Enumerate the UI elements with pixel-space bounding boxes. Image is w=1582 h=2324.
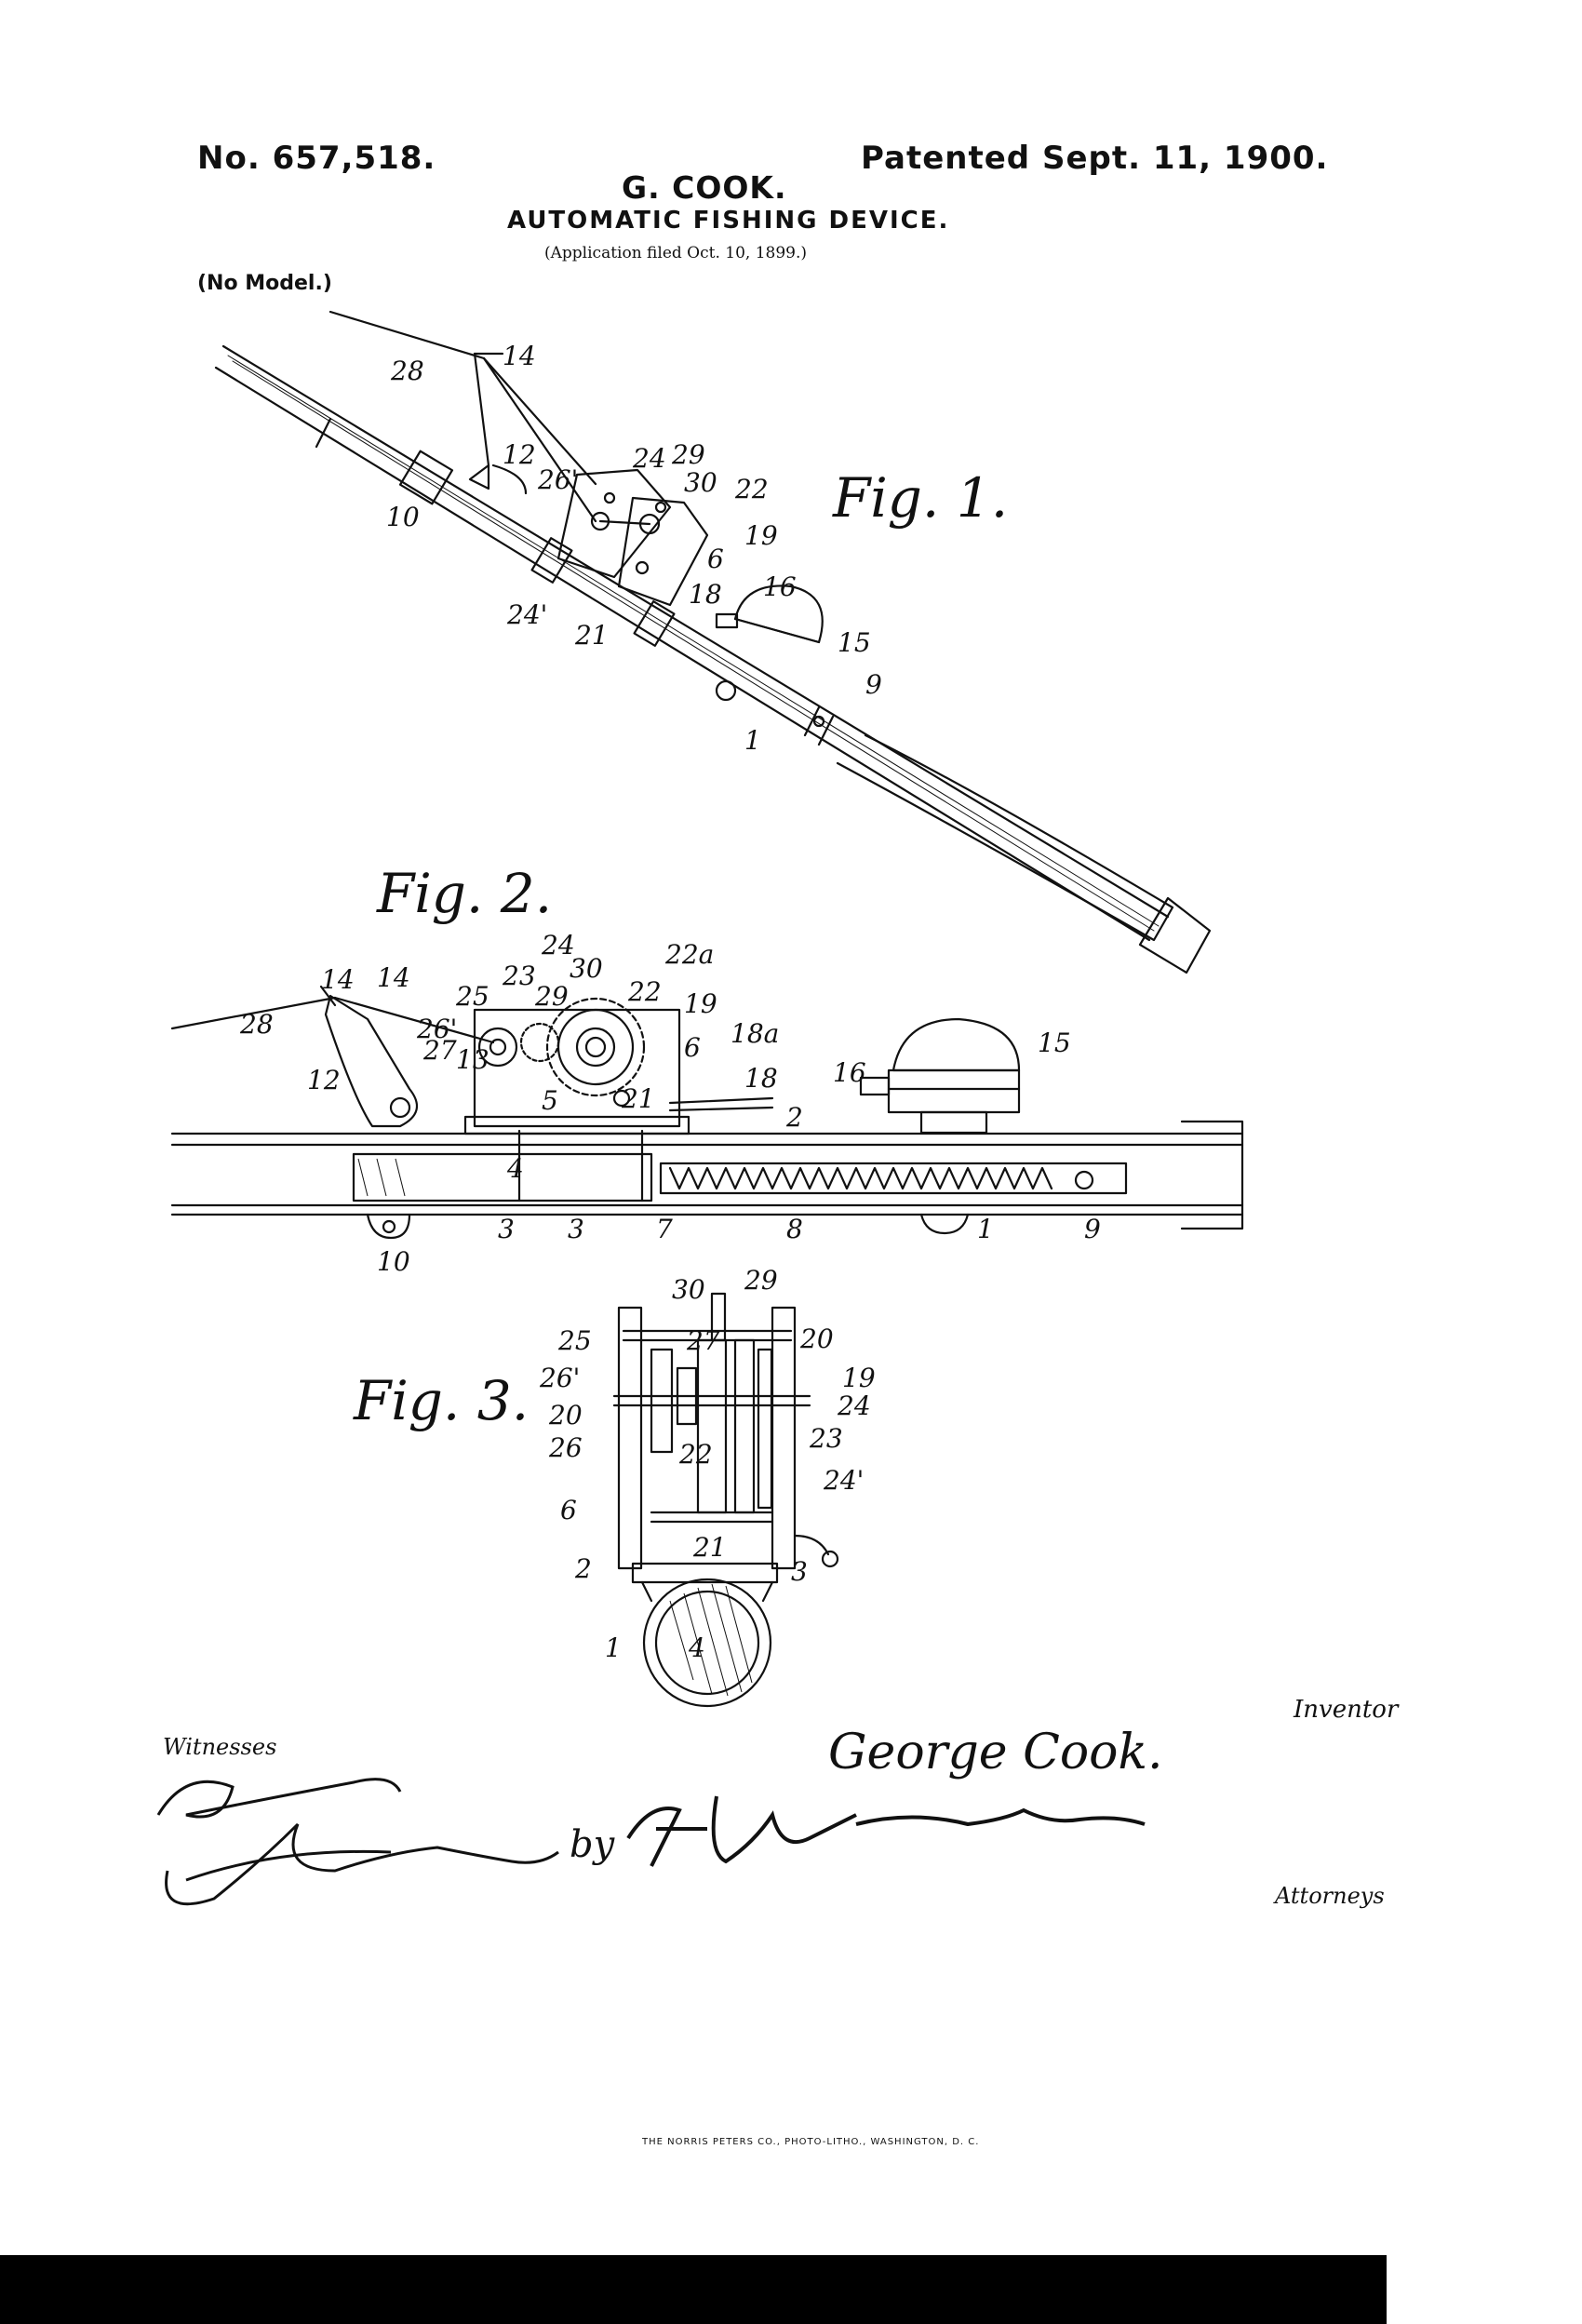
fig1-ref: 22	[734, 474, 769, 504]
fig1-label: Fig. 1.	[832, 466, 1008, 530]
attorney-signature	[626, 1795, 1146, 1867]
fig1-ref: 28	[390, 356, 424, 386]
fig2-ref: 23	[502, 960, 536, 991]
fig2-ref: 13	[456, 1044, 489, 1075]
fig1-ref: 15	[838, 627, 871, 658]
fig3-ref: 19	[842, 1363, 876, 1393]
model-note: (No Model.)	[197, 272, 332, 295]
fig1-ref: 24	[632, 443, 666, 474]
fig3-ref: 2	[574, 1553, 592, 1584]
fig2-ref: 2	[785, 1102, 803, 1133]
fig3-ref: 4	[688, 1632, 705, 1663]
fig2-ref: 18	[744, 1063, 778, 1094]
fig1-numerals: 28 14 12 26' 10 24 29 30 22 19 6 18 16 2…	[386, 341, 882, 756]
patent-title: AUTOMATIC FISHING DEVICE.	[507, 207, 950, 235]
fig2-ref: 4	[506, 1153, 524, 1184]
fig2-ref: 3	[498, 1214, 515, 1244]
patent-number: No. 657,518.	[197, 140, 436, 177]
fig2-label: Fig. 2.	[376, 862, 552, 925]
fig1-ref: 21	[574, 620, 609, 651]
fig3-ref: 23	[809, 1423, 843, 1454]
fig2-ref: 26'	[416, 1014, 457, 1044]
attorneys-caption: Attorneys	[1273, 1883, 1385, 1909]
fig1-ref: 26'	[537, 464, 578, 495]
fig1-ref: 6	[707, 544, 724, 574]
fig3-ref: 21	[692, 1532, 727, 1563]
fig1-ref: 24'	[506, 599, 547, 630]
fig3-ref: 22	[678, 1439, 713, 1470]
fig2-ref: 22	[627, 976, 662, 1007]
fig2-numerals: 14 14 24 23 30 22a 25 29 22 19 28 26' 27…	[239, 930, 1101, 1277]
fig2-ref: 18a	[731, 1018, 779, 1049]
fig1-ref: 30	[684, 467, 717, 498]
fig2-ref: 10	[377, 1246, 410, 1277]
fig3-ref: 25	[557, 1325, 592, 1356]
fig1-ref: 16	[763, 571, 797, 602]
fig2-ref: 30	[570, 953, 603, 984]
patent-date: Patented Sept. 11, 1900.	[861, 140, 1329, 177]
fig3-label: Fig. 3.	[353, 1369, 529, 1432]
inventor-caption: Inventor	[1293, 1696, 1400, 1724]
filing-date: (Application filed Oct. 10, 1899.)	[544, 244, 808, 262]
fig2-ref: 14	[377, 962, 410, 993]
fig2-ref: 5	[542, 1085, 558, 1116]
fig1-ref: 10	[386, 502, 420, 532]
fig2-ref: 14	[321, 964, 355, 995]
fig1-ref: 14	[503, 341, 536, 371]
fig1-ref: 29	[671, 439, 705, 470]
fig1-ref: 1	[744, 725, 761, 756]
fig2-ref: 1	[977, 1214, 994, 1244]
fig2-ref: 21	[621, 1083, 655, 1114]
fig2-ref: 29	[534, 981, 569, 1012]
fig3-ref: 1	[605, 1632, 622, 1663]
fig2-ref: 16	[833, 1057, 866, 1088]
scan-edge-bar	[0, 2255, 1387, 2324]
footer-credit: THE NORRIS PETERS CO., PHOTO-LITHO., WAS…	[642, 2137, 980, 2147]
fig3-ref: 24	[837, 1390, 871, 1421]
fig1-drawing	[214, 310, 1212, 974]
fig2-ref: 3	[568, 1214, 584, 1244]
fig3-ref: 24'	[823, 1465, 864, 1496]
fig2-ref: 15	[1038, 1028, 1071, 1058]
fig2-ref: 8	[786, 1214, 803, 1244]
fig1-ref: 9	[865, 669, 882, 700]
by-label: by	[570, 1823, 616, 1866]
fig2-ref: 28	[239, 1009, 274, 1040]
fig2-ref: 19	[684, 988, 717, 1019]
inventor-name: G. COOK.	[622, 169, 787, 206]
fig3-ref: 30	[672, 1274, 705, 1305]
signature-block: Inventor George Cook. Witnesses by Attor…	[156, 1696, 1400, 1909]
fig3-ref: 27	[686, 1325, 720, 1356]
inventor-signature: George Cook.	[828, 1725, 1163, 1780]
fig2-ref: 9	[1084, 1214, 1101, 1244]
fig2-drawing	[170, 985, 1244, 1240]
fig3-drawing	[612, 1292, 839, 1708]
fig3-ref: 20	[799, 1323, 834, 1354]
witnesses-caption: Witnesses	[163, 1734, 276, 1760]
witness-signatures	[156, 1778, 559, 1906]
fig2-ref: 22a	[664, 939, 714, 970]
fig3-ref: 26	[548, 1432, 583, 1463]
fig1-ref: 19	[744, 520, 778, 551]
fig2-ref: 7	[656, 1214, 673, 1244]
fig2-ref: 25	[455, 981, 489, 1012]
fig2-ref: 6	[684, 1032, 701, 1063]
fig2-ref: 12	[307, 1065, 341, 1095]
fig3-numerals: 30 29 25 27 20 26' 19 20 24 26 22 23 24'…	[539, 1265, 876, 1663]
fig3-ref: 29	[744, 1265, 778, 1296]
fig3-ref: 26'	[539, 1363, 580, 1393]
fig3-ref: 6	[560, 1495, 577, 1525]
fig1-ref: 18	[689, 579, 722, 610]
fig3-ref: 20	[548, 1400, 583, 1431]
fig2-ref: 24	[541, 930, 575, 960]
fig3-ref: 3	[791, 1556, 808, 1587]
fig2-ref: 27	[422, 1035, 457, 1066]
fig1-ref: 12	[503, 439, 536, 470]
